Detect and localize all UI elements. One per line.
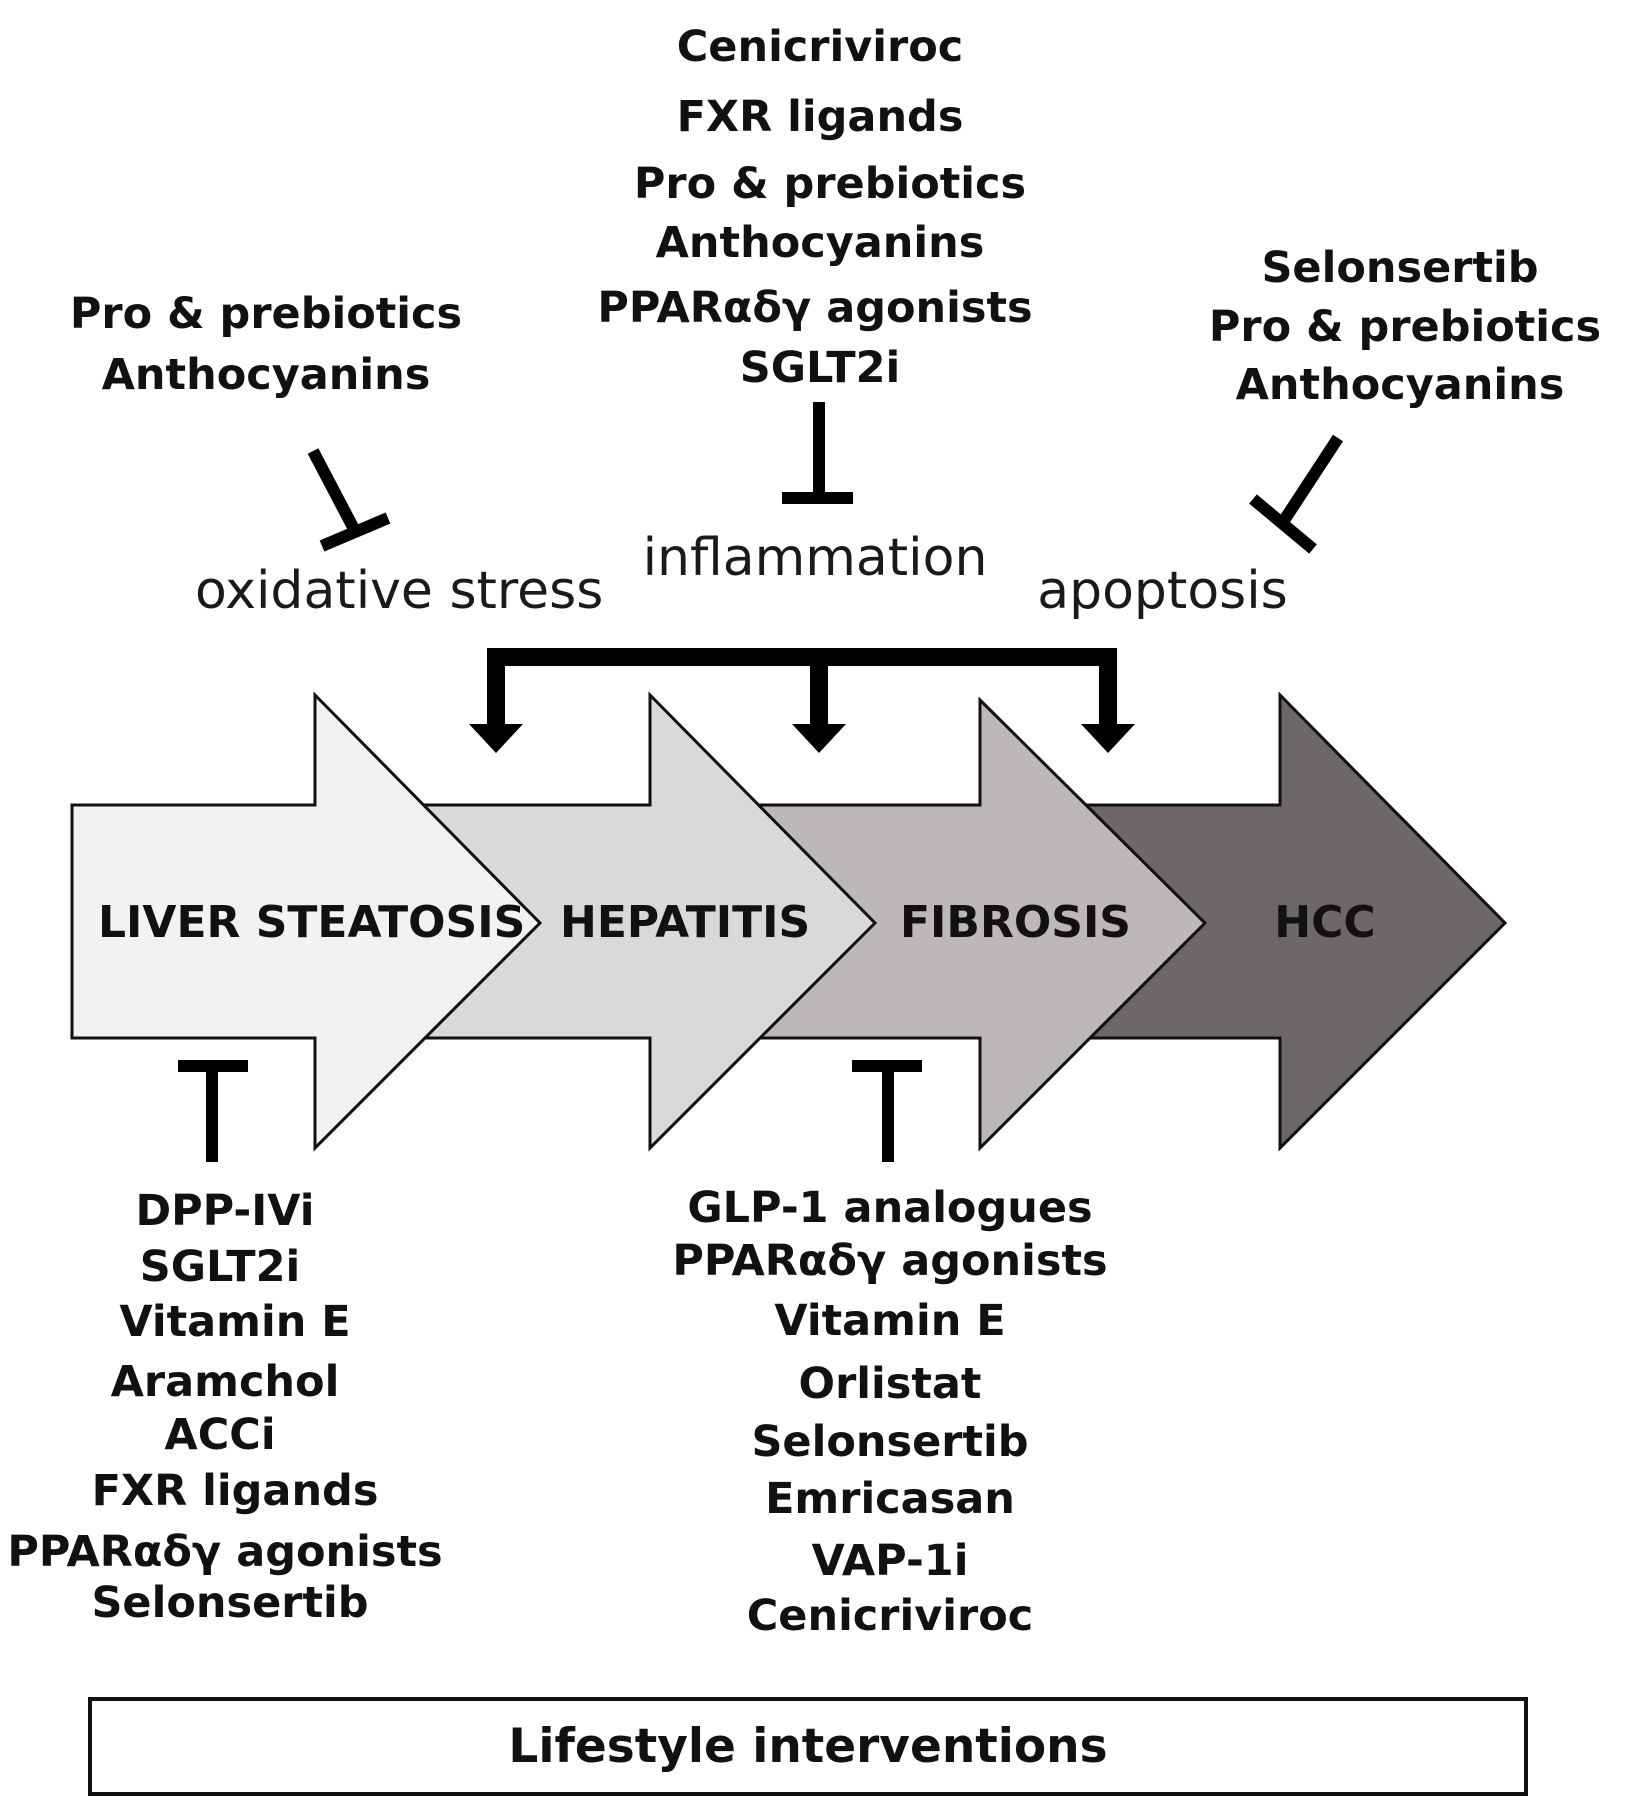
process-oxidative-stress: oxidative stress bbox=[195, 561, 604, 621]
drug-label: Selonsertib bbox=[1261, 243, 1539, 293]
inhibit-liver-steatosis bbox=[178, 1060, 248, 1162]
drug-label: FXR ligands bbox=[91, 1466, 379, 1516]
drug-label: PPARαδγ agonists bbox=[672, 1236, 1108, 1286]
arrow-liver-steatosis bbox=[70, 691, 543, 1152]
drug-label: ACCi bbox=[164, 1410, 276, 1460]
drug-label: Selonsertib bbox=[91, 1578, 369, 1628]
inhibit-apoptosis bbox=[1249, 434, 1344, 554]
stage-label-hcc: HCC bbox=[1274, 897, 1376, 948]
arrow-fibrosis bbox=[753, 696, 1208, 1152]
drug-label: Pro & prebiotics bbox=[1208, 302, 1602, 352]
drug-label: Cenicriviroc bbox=[746, 1591, 1034, 1641]
process-apoptosis: apoptosis bbox=[1037, 561, 1288, 621]
process-inflammation: inflammation bbox=[642, 528, 988, 588]
drug-label: DPP-IVi bbox=[135, 1186, 315, 1236]
inhibit-fibrosis bbox=[852, 1060, 922, 1162]
drug-label: Anthocyanins bbox=[101, 350, 431, 400]
drug-label: PPARαδγ agonists bbox=[597, 283, 1033, 333]
inhibit-oxidative-stress bbox=[307, 448, 391, 552]
drug-label: Pro & prebiotics bbox=[69, 289, 463, 339]
drug-label: Vitamin E bbox=[119, 1297, 351, 1347]
inhibit-inflammation bbox=[782, 402, 853, 504]
stage-label-liver-steatosis: LIVER STEATOSIS bbox=[98, 897, 526, 948]
drug-label: SGLT2i bbox=[739, 343, 901, 393]
stage-label-hepatitis: HEPATITIS bbox=[560, 897, 811, 948]
drug-label: VAP-1i bbox=[811, 1536, 969, 1586]
drug-label: Anthocyanins bbox=[655, 218, 985, 268]
lifestyle-interventions-box: Lifestyle interventions bbox=[88, 1697, 1528, 1796]
arrow-hepatitis bbox=[423, 691, 878, 1152]
drug-label: Pro & prebiotics bbox=[633, 159, 1027, 209]
drug-label: Selonsertib bbox=[751, 1417, 1029, 1467]
bracket-connector bbox=[469, 648, 1135, 753]
drug-label: FXR ligands bbox=[676, 92, 964, 142]
drug-label: GLP-1 analogues bbox=[687, 1183, 1093, 1233]
drug-label: PPARαδγ agonists bbox=[7, 1527, 443, 1577]
stage-label-fibrosis: FIBROSIS bbox=[900, 897, 1131, 948]
drug-label: Anthocyanins bbox=[1235, 360, 1565, 410]
drug-label: Emricasan bbox=[765, 1474, 1015, 1524]
drug-label: Orlistat bbox=[798, 1359, 982, 1409]
drug-label: SGLT2i bbox=[139, 1242, 301, 1292]
lifestyle-interventions-label: Lifestyle interventions bbox=[508, 1719, 1108, 1774]
drug-label: Vitamin E bbox=[774, 1296, 1006, 1346]
arrow-hcc bbox=[1083, 691, 1508, 1152]
drug-label: Cenicriviroc bbox=[676, 22, 964, 72]
drug-label: Aramchol bbox=[110, 1357, 340, 1407]
